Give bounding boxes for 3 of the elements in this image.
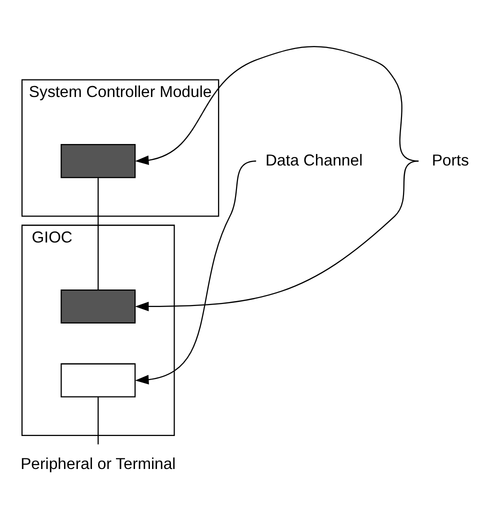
node-text: Peripheral or Terminal: [20, 456, 176, 474]
node-text: Data Channel: [265, 152, 363, 170]
node-text: Ports: [432, 152, 469, 170]
